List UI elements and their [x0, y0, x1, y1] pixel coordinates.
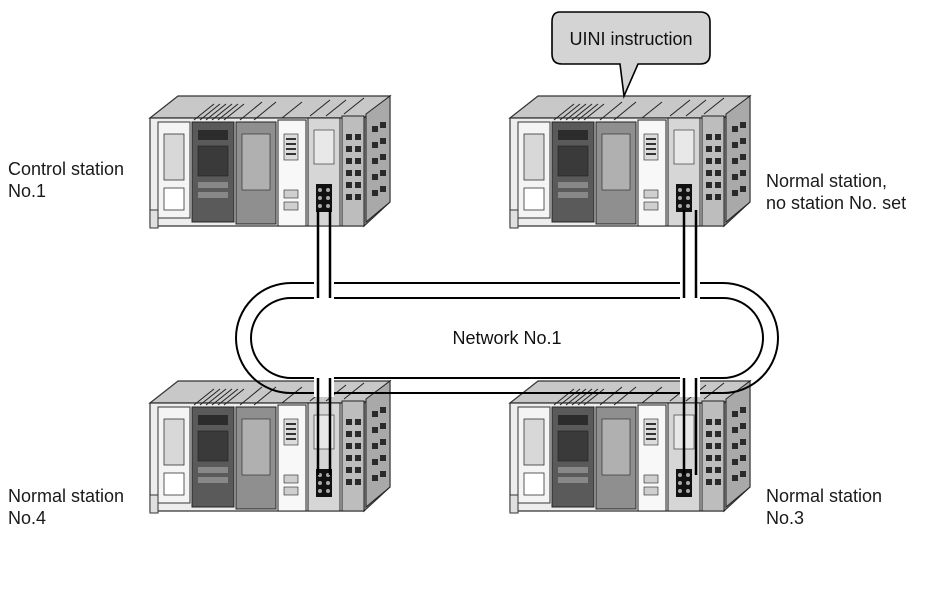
station-label-line: No.4 [8, 508, 47, 528]
station-label-line: no station No. set [766, 193, 907, 213]
plc-unit-normal-station-no-number [509, 95, 751, 229]
station-label-control: Control station No.1 [8, 158, 124, 202]
station-label-no3: Normal station No.3 [766, 485, 882, 529]
station-label-line: Control station [8, 159, 125, 179]
station-label-line: Normal station, [766, 171, 888, 191]
callout-text: UINI instruction [569, 29, 692, 49]
network-ring [235, 282, 779, 394]
station-label-line: Normal station [8, 486, 125, 506]
network-ring-inner [250, 297, 764, 379]
station-label-unnumbered: Normal station, no station No. set [766, 170, 906, 214]
callout-bubble: UINI instruction [551, 11, 711, 99]
plc-unit-control-station [149, 95, 391, 229]
plc-unit-normal-station-3 [509, 380, 751, 514]
network-cables [316, 210, 698, 475]
network-label: Network No.1 [452, 328, 561, 348]
plc-unit-normal-station-4 [149, 380, 391, 514]
station-label-line: No.1 [8, 181, 47, 201]
station-label-line: No.3 [766, 508, 805, 528]
station-label-line: Normal station [766, 486, 883, 506]
station-label-no4: Normal station No.4 [8, 485, 124, 529]
